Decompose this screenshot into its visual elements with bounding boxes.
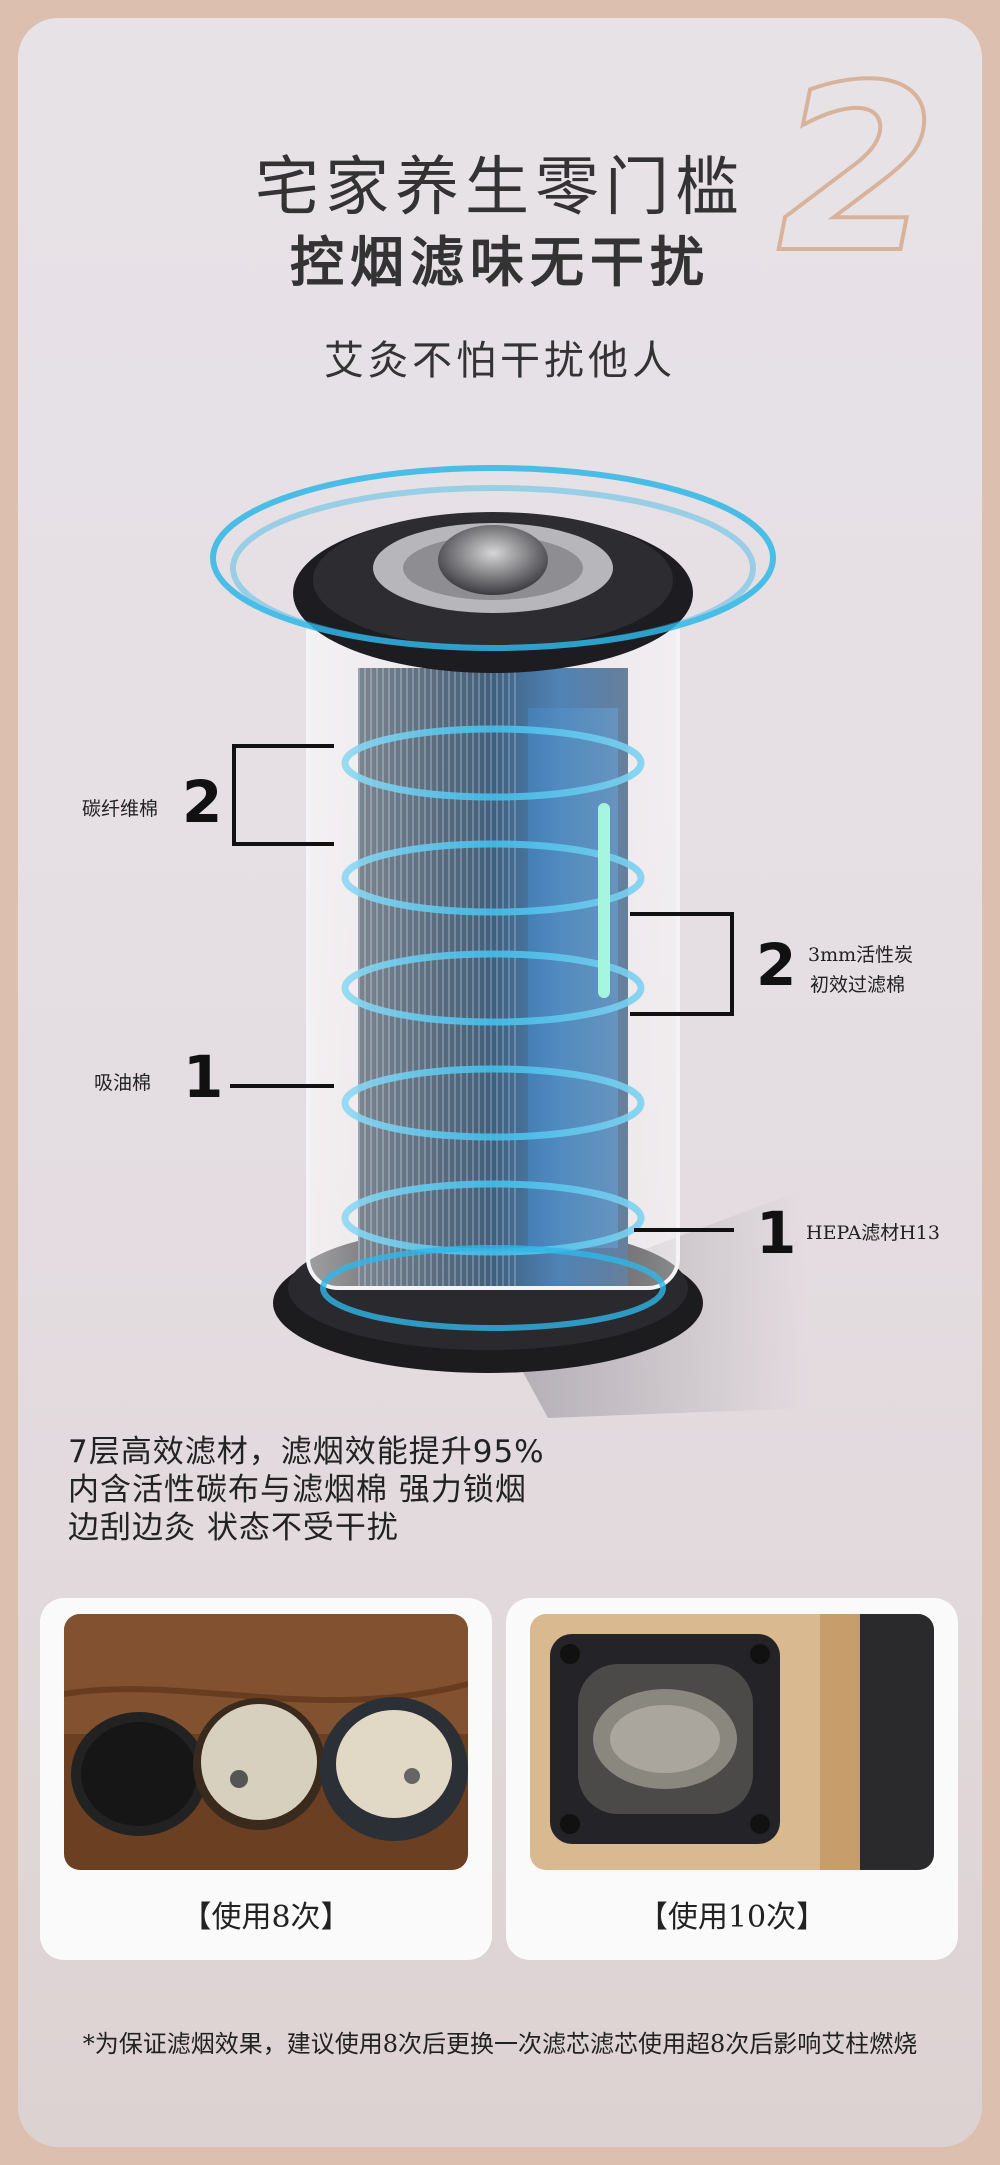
bracket-carbon-fiber bbox=[232, 744, 236, 846]
layer-label-carbon-fiber: 碳纤维棉 bbox=[82, 798, 159, 820]
pointer-hepa bbox=[634, 1228, 734, 1232]
usage-caption-10: 【使用10次】 bbox=[637, 1900, 827, 1935]
layer-label-hepa: HEPA滤材H13 bbox=[806, 1222, 940, 1244]
layer-count-carbon-fiber: 2 bbox=[182, 768, 223, 836]
layer-count-activated-carbon: 2 bbox=[756, 931, 797, 999]
description-line-1: 7层高效滤材，滤烟效能提升95% bbox=[68, 1434, 545, 1470]
used-filter-photo-10 bbox=[530, 1614, 934, 1870]
replacement-footnote: *为保证滤烟效果，建议使用8次后更换一次滤芯滤芯使用超8次后影响艾柱燃烧 bbox=[82, 2030, 918, 2058]
usage-caption-8: 【使用8次】 bbox=[181, 1900, 351, 1935]
tagline: 艾灸不怕干扰他人 bbox=[324, 338, 676, 384]
description-line-3: 边刮边灸 状态不受干扰 bbox=[68, 1510, 399, 1546]
usage-photo-card-8: 【使用8次】 bbox=[40, 1598, 492, 1960]
description-line-2: 内含活性碳布与滤烟棉 强力锁烟 bbox=[68, 1472, 527, 1508]
page-title: 宅家养生零门槛 bbox=[255, 151, 745, 225]
poster-card: 2 宅家养生零门槛 控烟滤味无干扰 艾灸不怕干扰他人 bbox=[18, 18, 982, 2147]
layer-label-activated-carbon-2: 初效过滤棉 bbox=[810, 974, 906, 996]
used-filter-photo-8 bbox=[64, 1614, 468, 1870]
layer-count-oil-absorbing: 1 bbox=[183, 1043, 224, 1111]
page-subtitle: 控烟滤味无干扰 bbox=[290, 230, 710, 294]
usage-photo-card-10: 【使用10次】 bbox=[506, 1598, 958, 1960]
layer-label-activated-carbon-1: 3mm活性炭 bbox=[808, 944, 914, 966]
pointer-oil-absorbing bbox=[230, 1084, 334, 1088]
bracket-activated-carbon bbox=[630, 912, 734, 916]
layer-count-hepa: 1 bbox=[756, 1199, 797, 1267]
filter-device-illustration bbox=[210, 465, 808, 1418]
section-number: 2 bbox=[775, 37, 939, 304]
layer-label-oil-absorbing: 吸油棉 bbox=[94, 1072, 152, 1094]
feature-description: 7层高效滤材，滤烟效能提升95% 内含活性碳布与滤烟棉 强力锁烟 边刮边灸 状态… bbox=[68, 1433, 545, 1547]
